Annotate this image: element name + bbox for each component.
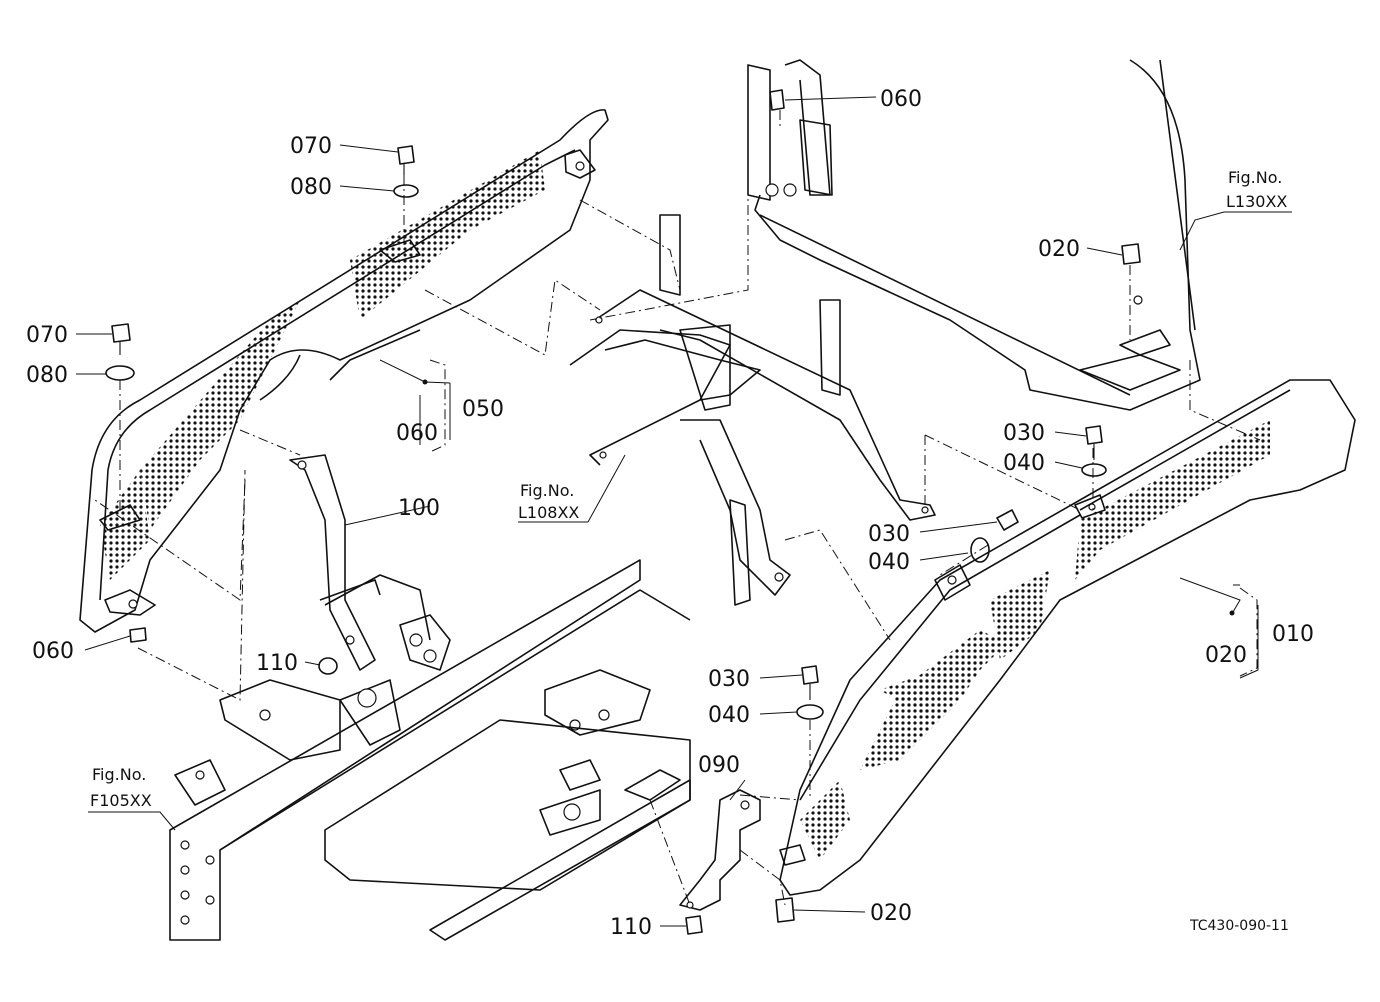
fig-ref-l130-title: Fig.No. (1228, 168, 1282, 187)
fig-ref-l108-code: L108XX (518, 503, 579, 522)
callout-070-top: 070 (290, 134, 332, 159)
callout-060-left: 060 (32, 639, 74, 664)
leader-lines (76, 96, 1292, 927)
callout-030-b: 030 (868, 522, 910, 547)
fig-ref-f105-title: Fig.No. (92, 765, 146, 784)
callout-100: 100 (398, 496, 440, 521)
callout-010: 010 (1272, 622, 1314, 647)
fig-ref-f105: Fig.No. F105XX (90, 765, 152, 810)
callout-060-group: 060 (396, 421, 438, 446)
callout-030-a: 030 (1003, 421, 1045, 446)
left-fender-panel (79, 109, 609, 633)
fig-ref-l108-title: Fig.No. (520, 481, 574, 500)
group-marker-010 (1229, 610, 1235, 616)
bracket-100 (289, 454, 431, 671)
fig-ref-l130-code: L130XX (1226, 192, 1287, 211)
hardware (105, 89, 1141, 935)
center-support-frame (569, 214, 936, 606)
callout-110-mid: 110 (256, 651, 298, 676)
fig-ref-f105-code: F105XX (90, 791, 152, 810)
callout-020-top: 020 (1038, 237, 1080, 262)
callout-030-c: 030 (708, 667, 750, 692)
callout-060-top: 060 (880, 87, 922, 112)
callout-050: 050 (462, 397, 504, 422)
callout-040-c: 040 (708, 703, 750, 728)
callout-090: 090 (698, 753, 740, 778)
group-marker-050 (422, 379, 428, 385)
callout-labels: 060 070 080 070 080 060 050 100 060 110 … (26, 87, 1314, 940)
assembly-lines (94, 65, 1261, 906)
fig-ref-l108: Fig.No. L108XX (518, 481, 579, 522)
callout-040-b: 040 (868, 550, 910, 575)
bracket-090 (624, 769, 761, 911)
callout-110-bottom: 110 (610, 915, 652, 940)
diagram-code: TC430-090-11 (1189, 918, 1289, 934)
group-bracket-010 (1239, 587, 1258, 677)
group-bracket-050 (429, 359, 446, 453)
callout-040-a: 040 (1003, 451, 1045, 476)
callout-080-left: 080 (26, 363, 68, 388)
callout-070-left: 070 (26, 323, 68, 348)
callout-080-top: 080 (290, 175, 332, 200)
callout-020-group: 020 (1205, 643, 1247, 668)
right-fender-panel (779, 379, 1356, 896)
callout-020-bottom: 020 (870, 901, 912, 926)
rear-upright-frame (747, 59, 1201, 411)
main-chassis (169, 559, 691, 941)
fig-ref-l130: Fig.No. L130XX (1226, 168, 1287, 211)
